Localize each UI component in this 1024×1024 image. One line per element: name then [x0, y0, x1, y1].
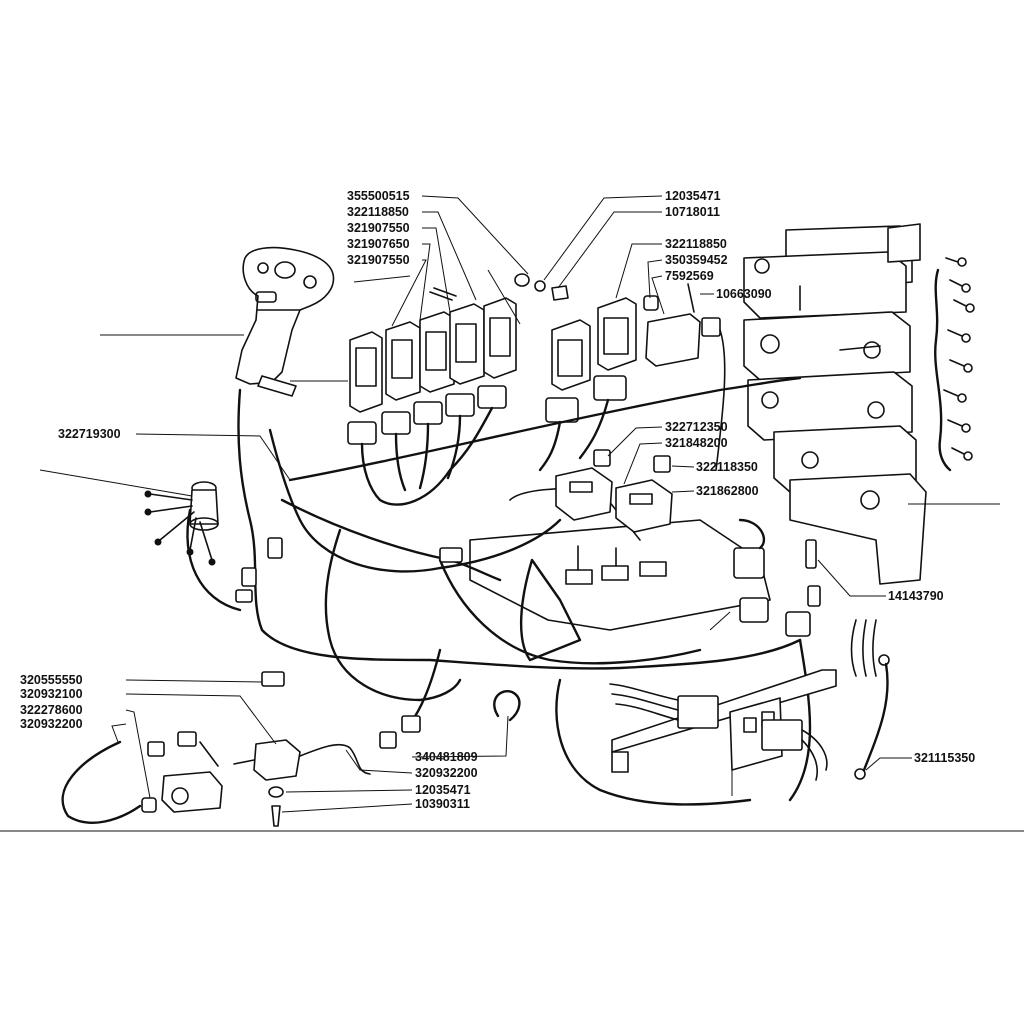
label-322712350: 322712350 [665, 420, 728, 434]
relay-group-left [349, 287, 517, 413]
ground-strap [850, 619, 890, 780]
valve-block [743, 223, 927, 585]
label-10390311: 10390311 [415, 797, 470, 811]
valve-wire-loom [934, 257, 975, 472]
joystick-lever [235, 246, 335, 397]
label-322719300: 322719300 [58, 427, 121, 441]
label-7592569: 7592569 [665, 269, 714, 283]
washer-nut-set [514, 273, 569, 301]
label-320932200-left: 320932200 [20, 717, 83, 731]
label-10663090: 10663090 [716, 287, 772, 301]
label-14143790: 14143790 [888, 589, 944, 603]
label-10718011: 10718011 [665, 205, 720, 219]
label-321907650: 321907650 [347, 237, 410, 251]
label-321907550-lower: 321907550 [347, 253, 410, 267]
panel-connectors [733, 518, 821, 637]
label-340481809: 340481809 [415, 750, 478, 764]
label-322118850-left: 322118850 [347, 205, 409, 219]
label-322118350: 322118350 [696, 460, 758, 474]
coil-assembly [643, 283, 726, 471]
label-350359452: 350359452 [665, 253, 728, 267]
label-321862800: 321862800 [696, 484, 759, 498]
label-355500515: 355500515 [347, 189, 410, 203]
harness-connectors [235, 537, 463, 749]
label-321907550-upper: 321907550 [347, 221, 410, 235]
connector-bracket [609, 669, 837, 781]
label-322278600: 322278600 [20, 703, 83, 717]
label-320932100: 320932100 [20, 687, 83, 701]
label-321848200: 321848200 [665, 436, 728, 450]
label-12035471-bottom: 12035471 [415, 783, 471, 797]
leader-lines [39, 195, 1000, 813]
part-labels: 355500515 322118850 321907550 321907650 … [20, 189, 975, 811]
pressure-sensor [144, 481, 219, 566]
solenoid-assembly [61, 671, 371, 827]
relay-plugs [347, 385, 507, 506]
label-322118850-right: 322118850 [665, 237, 727, 251]
hose-clip [493, 690, 521, 722]
label-321115350: 321115350 [914, 751, 975, 765]
switch-panel [469, 449, 771, 631]
relay-group-middle [538, 297, 637, 472]
label-320932200-bottom: 320932200 [415, 766, 478, 780]
label-320555550: 320555550 [20, 673, 83, 687]
label-12035471-top: 12035471 [665, 189, 721, 203]
